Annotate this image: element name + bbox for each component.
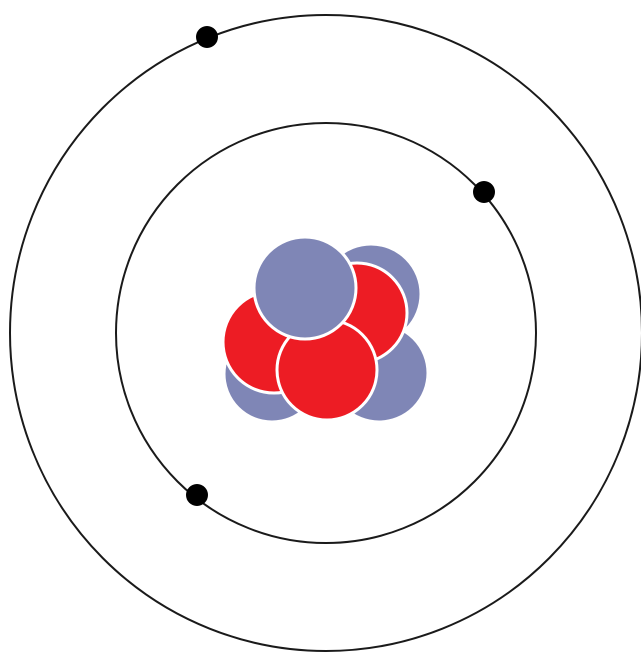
neutron bbox=[254, 237, 356, 339]
electron bbox=[473, 181, 495, 203]
electron bbox=[186, 484, 208, 506]
nucleus bbox=[223, 237, 428, 422]
electron bbox=[196, 26, 218, 48]
